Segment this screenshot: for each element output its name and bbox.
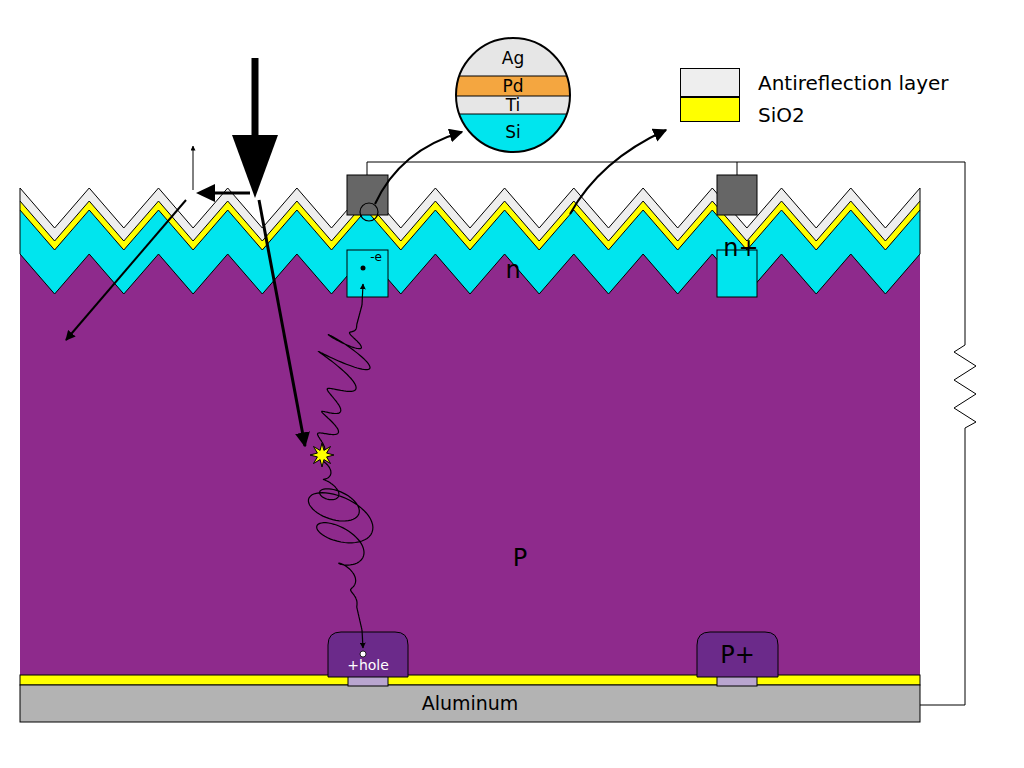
layer-boundary	[20, 254, 920, 294]
p-plus-contact-region: +hole	[328, 632, 408, 677]
node-label: Ag	[502, 50, 524, 67]
cell-edge	[20, 188, 21, 254]
reflected-arrowhead	[196, 184, 215, 202]
front-contact	[347, 175, 388, 215]
refracted-light	[259, 200, 305, 446]
callout-leader	[570, 130, 666, 214]
legend-swatch	[680, 97, 740, 122]
reflected-light	[212, 192, 250, 195]
hole-dot	[360, 651, 366, 657]
metal-layer-band: Ag	[455, 40, 571, 76]
carrier-walk	[308, 455, 373, 630]
cell-edge	[920, 188, 921, 254]
node-label: P+	[720, 643, 755, 667]
metal-layer-band: Ti	[455, 96, 571, 114]
node-label: Aluminum	[422, 694, 519, 713]
n-plus-tab	[347, 250, 388, 297]
contact-layers-inset	[450, 30, 580, 154]
inset-outline	[456, 38, 570, 152]
node-label: +hole	[347, 658, 389, 672]
hole-arrow	[362, 630, 363, 648]
textured-surface	[20, 188, 920, 294]
carrier-walk	[318, 305, 371, 455]
metal-layer-band: Pd	[455, 76, 571, 96]
callout-circle	[360, 203, 378, 221]
silicon-layer-band: Si	[455, 114, 571, 150]
carrier-paths	[308, 284, 373, 648]
front-contact	[717, 175, 757, 215]
region-label: n	[505, 258, 520, 282]
region-label: n+	[723, 236, 758, 260]
node-label: Pd	[502, 78, 523, 95]
n-layer	[20, 210, 920, 294]
legend-text: SiO2	[758, 105, 805, 125]
layer-boundary	[20, 188, 920, 228]
electron-arrow	[362, 284, 363, 305]
incident-light	[252, 58, 259, 140]
node-label: Ti	[506, 97, 521, 114]
layer-boundary	[20, 210, 920, 250]
aluminum-back-contact: Aluminum	[20, 685, 920, 722]
node-label: Si	[505, 124, 521, 141]
incident-arrowhead	[232, 135, 278, 198]
absorption-star	[310, 443, 334, 467]
legend-swatch	[680, 68, 740, 97]
p-plus-region	[697, 632, 778, 677]
callout-leader	[375, 132, 462, 204]
p-type-region: P +hole P+	[20, 298, 920, 675]
node-label: P	[513, 546, 527, 570]
external-wire-resistor	[367, 162, 976, 705]
oxide-layer	[20, 201, 920, 250]
p-plus-contact-region: P+	[697, 632, 778, 677]
refracted-light	[66, 200, 186, 340]
legend-text: Antireflection layer	[758, 73, 949, 93]
electron-dot	[361, 266, 366, 271]
aluminum-back	[20, 685, 920, 722]
p-plus-region	[328, 632, 408, 677]
reflected-light-small	[193, 146, 194, 190]
back-oxide	[20, 675, 920, 685]
electron-label: -e	[370, 251, 382, 263]
p-region-fill	[20, 240, 920, 675]
